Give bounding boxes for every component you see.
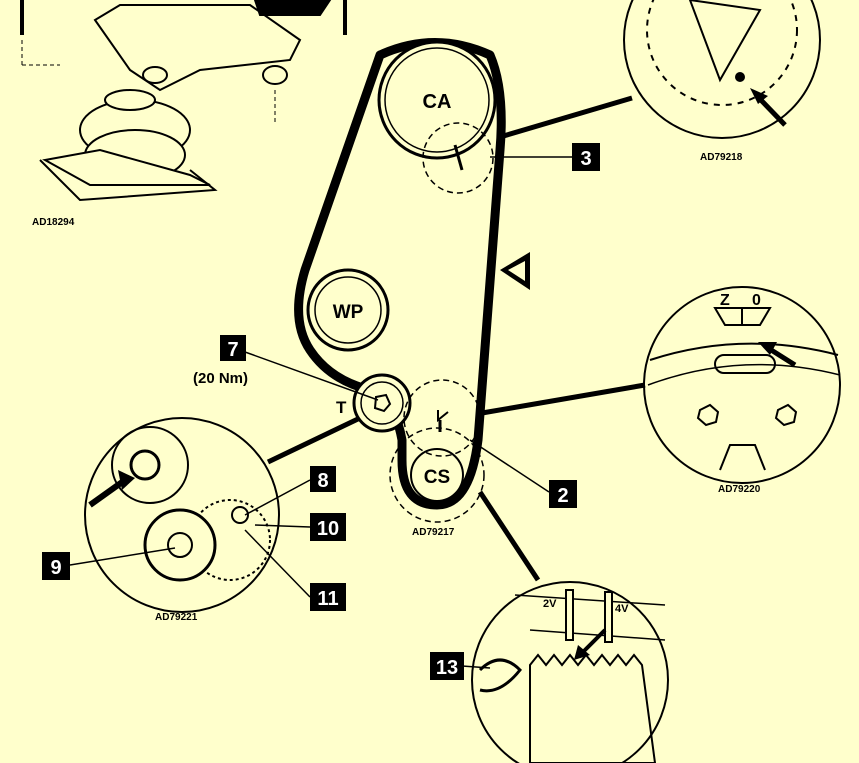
callout-10: 10	[310, 513, 346, 541]
figure-code-cam-detail: AD79218	[700, 152, 743, 163]
figure-code-tensioner-detail: AD79221	[155, 612, 198, 623]
callout-8: 8	[310, 466, 336, 492]
callout-9: 9	[42, 552, 70, 580]
torque-label: (20 Nm)	[193, 370, 248, 387]
label-tensioner: T	[336, 398, 347, 417]
engine-mount-illustration	[20, 0, 347, 202]
crank-gear-detail	[471, 581, 669, 763]
svg-text:2: 2	[557, 485, 568, 507]
callout-3: 3	[572, 143, 600, 171]
tensioner-detail	[84, 417, 280, 613]
timing-belt	[294, 38, 506, 510]
svg-text:9: 9	[50, 557, 61, 579]
camshaft-pulley	[377, 40, 497, 194]
rotation-arrow-inner	[508, 261, 525, 281]
detail-leader-lines	[266, 95, 646, 582]
mark-2v: 2V	[543, 598, 557, 610]
svg-text:10: 10	[317, 518, 339, 540]
water-pump-pulley	[306, 268, 390, 352]
tensioner-pulley	[352, 373, 412, 433]
svg-text:11: 11	[317, 588, 338, 610]
callout-leaders	[69, 156, 572, 669]
crankshaft-pulley	[389, 379, 485, 523]
figure-code-main: AD79217	[412, 527, 455, 538]
figure-code-mount: AD18294	[32, 217, 75, 228]
callout-2: 2	[549, 480, 577, 508]
mark-z: Z	[720, 292, 730, 309]
label-crankshaft: CS	[424, 467, 450, 488]
svg-text:7: 7	[227, 339, 238, 361]
mark-4v: 4V	[615, 603, 629, 615]
svg-text:3: 3	[580, 148, 591, 170]
mark-zero: 0	[752, 292, 761, 309]
cam-timing-detail	[623, 0, 821, 139]
label-camshaft: CA	[423, 91, 452, 113]
svg-text:8: 8	[317, 470, 328, 492]
callout-7: 7	[220, 335, 246, 361]
callout-13: 13	[430, 652, 464, 680]
callout-11: 11	[310, 583, 346, 611]
svg-text:13: 13	[436, 657, 458, 679]
label-water-pump: WP	[333, 302, 364, 323]
figure-code-crank-detail: AD79220	[718, 484, 761, 495]
crank-timing-detail	[643, 286, 841, 484]
